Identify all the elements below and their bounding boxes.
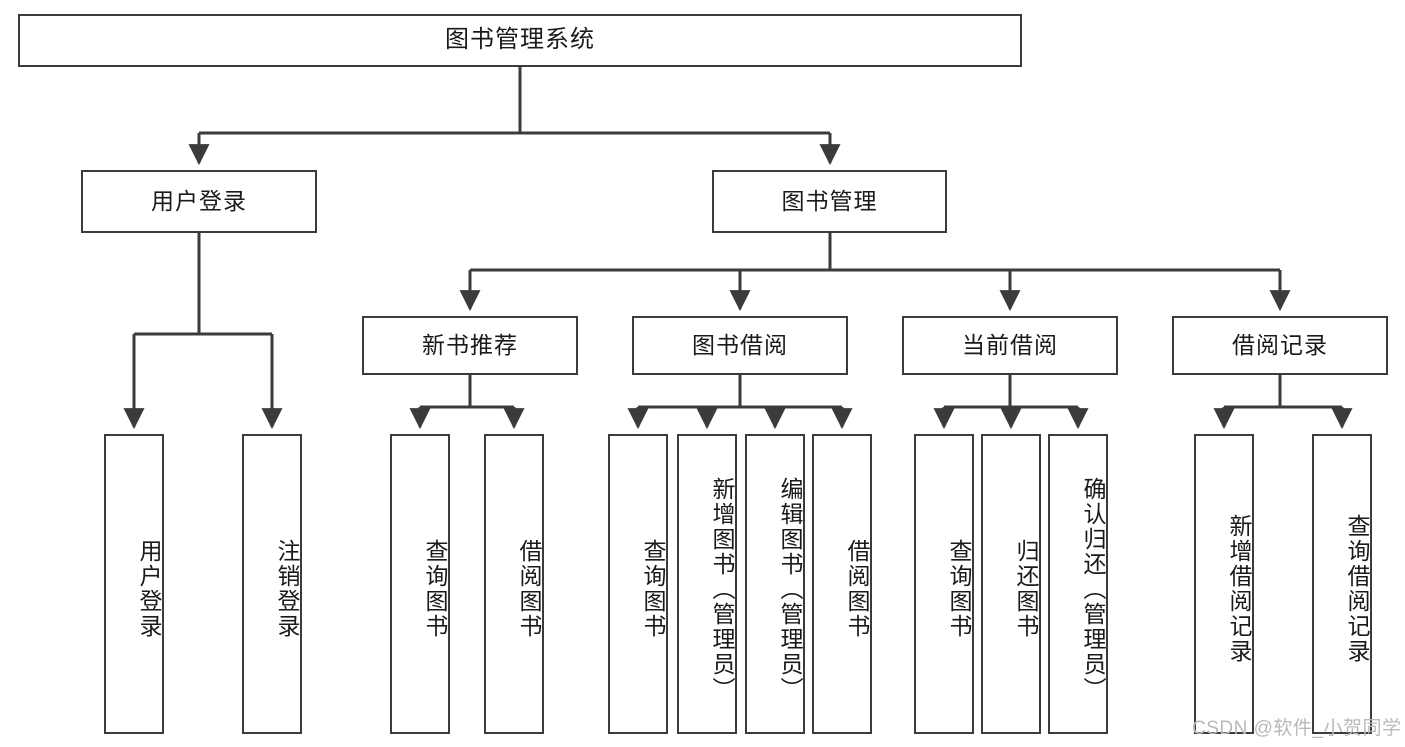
node-leaf-add-record[interactable]: 新增借阅记录	[1194, 434, 1254, 734]
node-leaf-edit-book-label: 编辑图书（管理员）	[777, 476, 803, 702]
node-leaf-user-logout-label: 注销登录	[274, 539, 300, 639]
node-current-borrow-label: 当前借阅	[962, 331, 1058, 358]
node-current-borrow[interactable]: 当前借阅	[902, 316, 1118, 375]
csdn-watermark: CSDN @软件_小贺同学	[1192, 718, 1402, 739]
node-user-login[interactable]: 用户登录	[81, 170, 317, 233]
node-leaf-borrow-book-2-label: 借阅图书	[844, 539, 870, 639]
node-leaf-add-record-label: 新增借阅记录	[1226, 514, 1252, 664]
node-book-borrow[interactable]: 图书借阅	[632, 316, 848, 375]
node-book-manage-label: 图书管理	[781, 187, 878, 214]
node-new-book-recommend[interactable]: 新书推荐	[362, 316, 578, 375]
node-leaf-add-book-label: 新增图书（管理员）	[709, 476, 735, 702]
node-leaf-query-book-3[interactable]: 查询图书	[914, 434, 974, 734]
node-leaf-user-login[interactable]: 用户登录	[104, 434, 164, 734]
node-leaf-borrow-book-2[interactable]: 借阅图书	[812, 434, 872, 734]
node-leaf-return-book[interactable]: 归还图书	[981, 434, 1041, 734]
node-new-book-recommend-label: 新书推荐	[422, 331, 518, 358]
node-leaf-query-book-2-label: 查询图书	[640, 539, 666, 639]
node-leaf-query-book-1-label: 查询图书	[422, 539, 448, 639]
node-book-manage[interactable]: 图书管理	[712, 170, 947, 233]
node-leaf-confirm-return[interactable]: 确认归还（管理员）	[1048, 434, 1108, 734]
node-root-label: 图书管理系统	[445, 26, 595, 54]
node-leaf-borrow-book-1-label: 借阅图书	[516, 539, 542, 639]
node-borrow-record-label: 借阅记录	[1232, 331, 1328, 358]
node-leaf-borrow-book-1[interactable]: 借阅图书	[484, 434, 544, 734]
node-leaf-query-book-2[interactable]: 查询图书	[608, 434, 668, 734]
node-leaf-query-book-1[interactable]: 查询图书	[390, 434, 450, 734]
node-borrow-record[interactable]: 借阅记录	[1172, 316, 1388, 375]
node-leaf-user-login-label: 用户登录	[136, 539, 162, 639]
node-book-borrow-label: 图书借阅	[692, 331, 788, 358]
node-leaf-query-book-3-label: 查询图书	[946, 539, 972, 639]
node-leaf-query-record[interactable]: 查询借阅记录	[1312, 434, 1372, 734]
node-root[interactable]: 图书管理系统	[18, 14, 1022, 67]
node-leaf-return-book-label: 归还图书	[1013, 539, 1039, 639]
node-leaf-query-record-label: 查询借阅记录	[1344, 514, 1370, 664]
node-leaf-confirm-return-label: 确认归还（管理员）	[1080, 476, 1106, 702]
node-leaf-add-book[interactable]: 新增图书（管理员）	[677, 434, 737, 734]
node-leaf-edit-book[interactable]: 编辑图书（管理员）	[745, 434, 805, 734]
node-user-login-label: 用户登录	[151, 187, 247, 214]
node-leaf-user-logout[interactable]: 注销登录	[242, 434, 302, 734]
